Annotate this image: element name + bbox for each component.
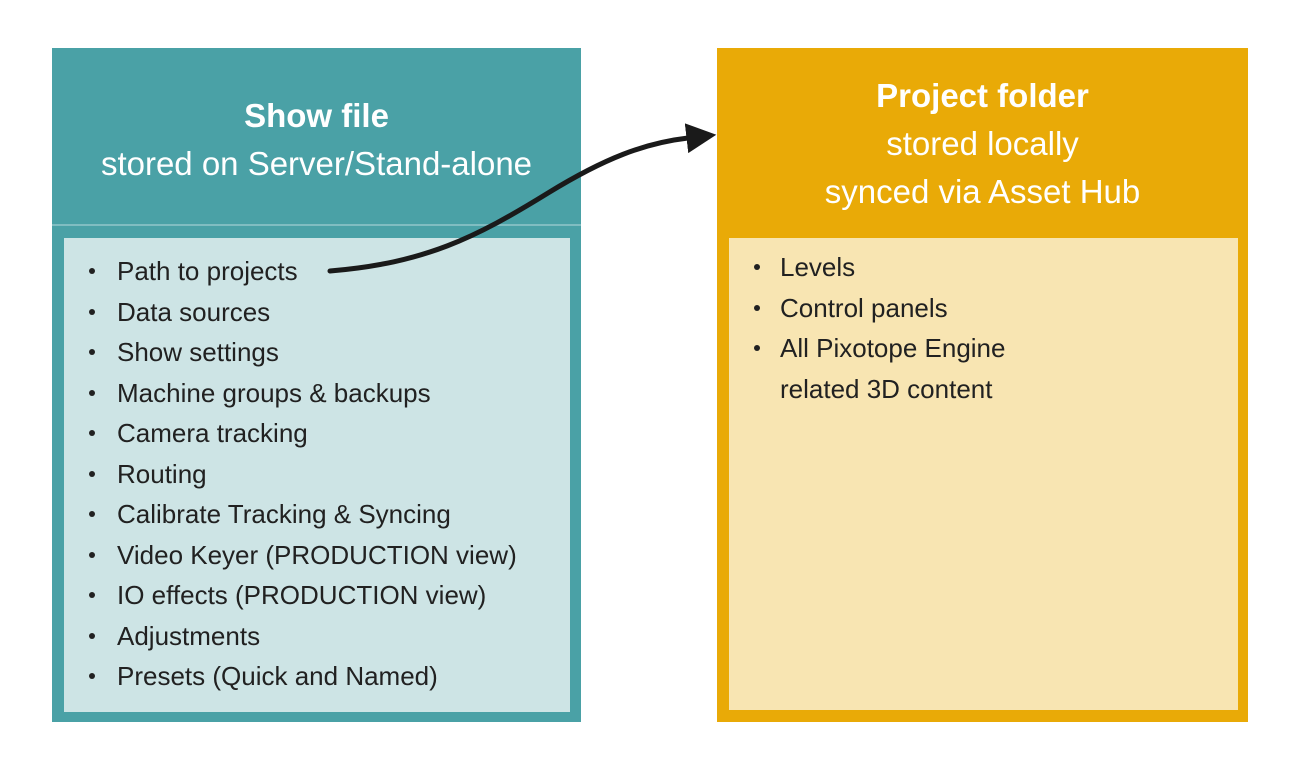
list-item: Camera tracking — [64, 413, 570, 454]
bullet-icon — [754, 304, 760, 311]
show-file-header: Show file stored on Server/Stand-alone — [52, 48, 581, 226]
bullet-icon — [89, 268, 95, 274]
list-item-label: Camera tracking — [117, 418, 308, 448]
list-item-label: Path to projects — [117, 256, 298, 286]
list-item-label: Routing — [117, 458, 207, 489]
bullet-icon — [89, 632, 95, 639]
list-item: Video Keyer (PRODUCTION view) — [64, 535, 570, 576]
list-item: All Pixotope Engine related 3D content — [729, 328, 1089, 409]
project-folder-header: Project folder stored locally synced via… — [717, 48, 1248, 238]
project-folder-contents: Levels Control panels All Pixotope Engin… — [729, 238, 1238, 710]
bullet-icon — [89, 673, 95, 679]
list-item: Path to projects — [64, 251, 570, 292]
list-item: Control panels — [729, 288, 1089, 329]
bullet-icon — [89, 592, 95, 598]
list-item-label: Data sources — [117, 296, 271, 327]
list-item: Presets (Quick and Named) — [64, 656, 570, 697]
bullet-icon — [89, 349, 95, 355]
bullet-icon — [89, 430, 95, 436]
list-item-label: Calibrate Tracking & Syncing — [117, 499, 451, 529]
show-file-title: Show file — [244, 97, 389, 134]
list-item-label: Control panels — [780, 292, 948, 323]
bullet-icon — [754, 345, 760, 351]
show-file-subtitle: stored on Server/Stand-alone — [100, 145, 533, 182]
list-item: Data sources — [64, 292, 570, 333]
show-file-contents: Path to projects Data sources Show setti… — [64, 238, 570, 712]
list-item-label: Show settings — [117, 337, 279, 367]
bullet-icon — [89, 389, 95, 396]
list-item-label: Video Keyer (PRODUCTION view) — [117, 539, 517, 570]
list-item: Machine groups & backups — [64, 373, 570, 414]
project-folder-title: Project folder — [876, 77, 1089, 114]
list-item: Levels — [729, 247, 1089, 288]
list-item-label: All Pixotope Engine related 3D content — [780, 333, 1006, 404]
list-item-label: Machine groups & backups — [117, 377, 431, 408]
show-file-item-list: Path to projects Data sources Show setti… — [64, 238, 570, 697]
bullet-icon — [89, 470, 95, 477]
project-folder-subtitle-line2: synced via Asset Hub — [824, 173, 1141, 210]
project-folder-subtitle-line1: stored locally — [886, 125, 1079, 162]
list-item: Calibrate Tracking & Syncing — [64, 494, 570, 535]
bullet-icon — [89, 511, 95, 517]
list-item: IO effects (PRODUCTION view) — [64, 575, 570, 616]
project-folder-item-list: Levels Control panels All Pixotope Engin… — [729, 238, 1238, 409]
list-item: Routing — [64, 454, 570, 495]
list-item-label: Levels — [780, 252, 856, 282]
bullet-icon — [754, 264, 760, 270]
list-item-label: IO effects (PRODUCTION view) — [117, 580, 487, 610]
bullet-icon — [89, 551, 95, 558]
list-item: Adjustments — [64, 616, 570, 657]
bullet-icon — [89, 308, 95, 315]
list-item-label: Presets (Quick and Named) — [117, 661, 438, 691]
project-folder-panel: Project folder stored locally synced via… — [717, 48, 1248, 722]
list-item-label: Adjustments — [117, 620, 261, 651]
list-item: Show settings — [64, 332, 570, 373]
show-file-panel: Show file stored on Server/Stand-alone P… — [52, 48, 581, 722]
